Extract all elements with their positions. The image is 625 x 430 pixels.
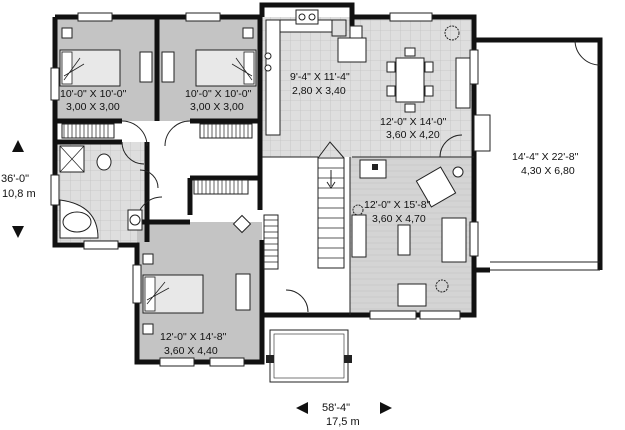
garage-dim-imperial: 14'-4" X 22'-8" — [512, 151, 579, 163]
dining-dim-metric: 3,60 X 4,20 — [386, 129, 440, 141]
depth-metric: 10,8 m — [2, 188, 36, 200]
bedroom-3-furniture — [161, 27, 257, 139]
width-dimension: 58'-4" 17,5 m — [296, 402, 392, 428]
depth-imperial: 36'-0" — [1, 173, 29, 185]
door-swings — [121, 39, 601, 313]
front-porch — [266, 329, 352, 383]
windows — [50, 12, 491, 367]
bedroom-3-dim-metric: 3,00 X 3,00 — [190, 101, 244, 113]
depth-dimension: 36'-0" 10,8 m — [1, 140, 36, 238]
master-furniture — [142, 179, 279, 335]
dining-dim-imperial: 12'-0" X 14'-0" — [380, 116, 447, 128]
garage-dim-metric: 4,30 X 6,80 — [521, 165, 575, 177]
bedroom-2-furniture — [59, 27, 153, 139]
bedroom-2-dim-imperial: 10'-0" X 10'-0" — [60, 88, 127, 100]
bedroom-2-dim-metric: 3,00 X 3,00 — [66, 101, 120, 113]
kitchen-dim-metric: 2,80 X 3,40 — [292, 85, 346, 97]
width-imperial: 58'-4" — [322, 402, 350, 414]
bathroom-fixtures — [59, 145, 143, 239]
living-dim-metric: 3,60 X 4,70 — [372, 213, 426, 225]
living-furniture — [351, 166, 467, 307]
kitchen-dim-imperial: 9'-4" X 11'-4" — [290, 71, 350, 83]
dining-furniture — [386, 25, 471, 113]
master-dim-metric: 3,60 X 4,40 — [164, 345, 218, 357]
stairs — [317, 141, 387, 269]
master-dim-imperial: 12'-0" X 14'-8" — [160, 331, 227, 343]
bedroom-3-dim-imperial: 10'-0" X 10'-0" — [185, 88, 252, 100]
kitchen-fixtures — [264, 9, 367, 136]
width-metric: 17,5 m — [326, 416, 360, 428]
living-dim-imperial: 12'-0" X 15'-8" — [364, 199, 431, 211]
inner-walls — [262, 156, 474, 315]
garage-details — [490, 261, 600, 271]
